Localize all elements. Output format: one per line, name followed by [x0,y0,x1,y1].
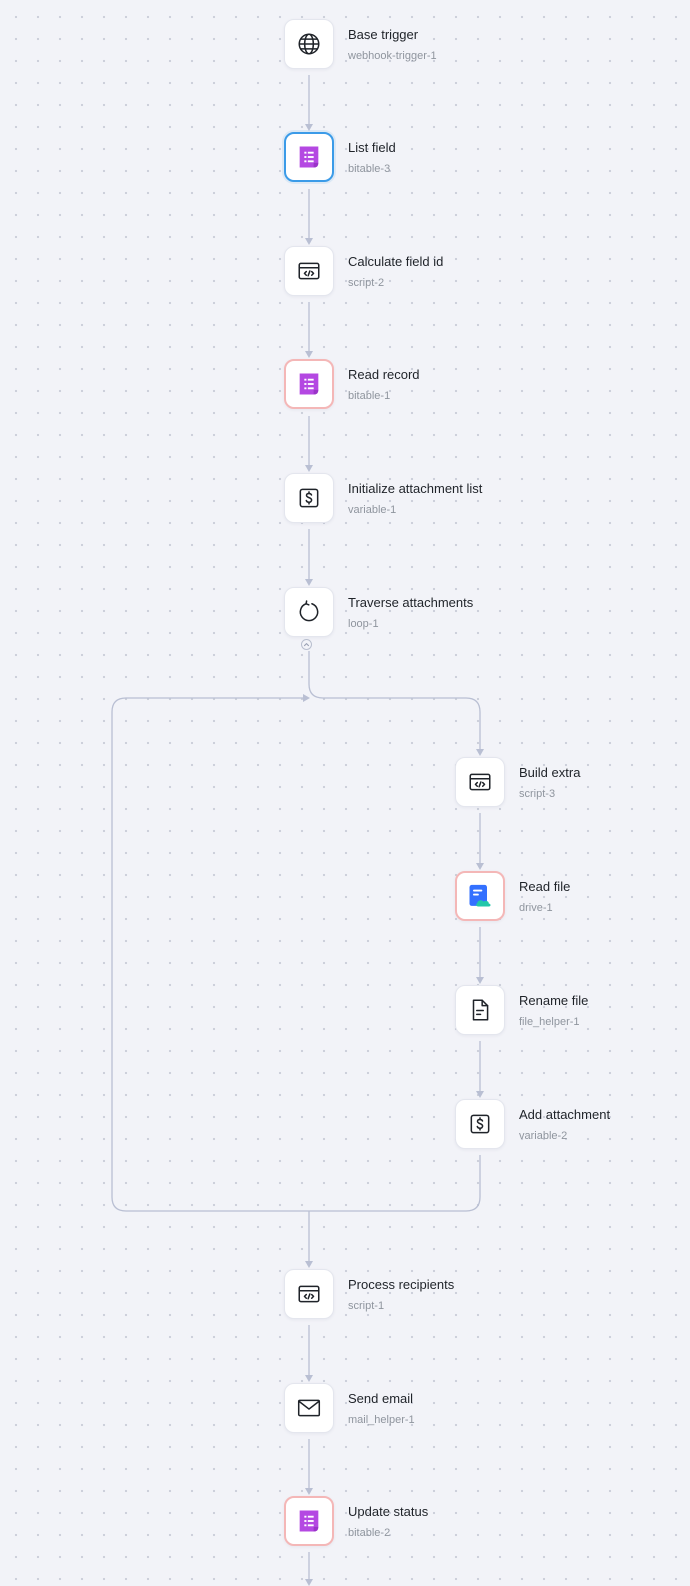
bitable-icon [295,143,323,171]
node-title: Base trigger [348,27,419,42]
node-icon-box[interactable] [284,587,334,637]
node-icon-box[interactable] [284,473,334,523]
node-title: Send email [348,1391,414,1406]
node-traverse-attachments[interactable]: Traverse attachments loop-1 [284,587,584,643]
connector-arrow [305,465,313,472]
connector-arrow [476,1091,484,1098]
code-icon [467,769,493,795]
node-initialize-attachment-list[interactable]: Initialize attachment list variable-1 [284,473,584,529]
connector-arrow [476,863,484,870]
loop-collapse-toggle[interactable] [301,639,312,650]
loop-branch-line [308,651,481,750]
node-title: List field [348,140,396,155]
node-id: mail_helper-1 [348,1414,415,1426]
variable-icon [467,1111,493,1137]
file-icon [467,997,493,1023]
node-id: script-3 [519,788,556,800]
connector-arrow [305,1375,313,1382]
node-title: Initialize attachment list [348,481,483,496]
chevron-up-icon [303,643,310,647]
node-icon-box[interactable] [284,1496,334,1546]
globe-icon [296,31,322,57]
node-build-extra[interactable]: Build extra script-3 [455,757,690,813]
node-icon-box[interactable] [455,1099,505,1149]
node-icon-box[interactable] [455,985,505,1035]
node-rename-file[interactable]: Rename file file_helper-1 [455,985,690,1041]
node-read-record[interactable]: Read record bitable-1 [284,359,584,415]
node-id: variable-1 [348,504,397,516]
drive-icon [466,882,494,910]
code-icon [296,1281,322,1307]
connector-arrow [476,749,484,756]
node-id: script-1 [348,1300,385,1312]
variable-icon [296,485,322,511]
node-process-recipients[interactable]: Process recipients script-1 [284,1269,584,1325]
connector-arrow [305,1488,313,1495]
node-id: bitable-3 [348,163,391,175]
connector-arrow [305,579,313,586]
loop-return-line [111,697,481,1212]
connector-arrow [305,1261,313,1268]
node-title: Process recipients [348,1277,455,1292]
loop-return-arrow [303,694,310,702]
node-title: Read record [348,367,420,382]
bitable-icon [295,1507,323,1535]
node-title: Build extra [519,765,581,780]
bitable-icon [295,370,323,398]
node-title: Read file [519,879,571,894]
node-id: drive-1 [519,902,553,914]
node-send-email[interactable]: Send email mail_helper-1 [284,1383,584,1439]
node-icon-box[interactable] [284,132,334,182]
node-icon-box[interactable] [455,871,505,921]
node-id: bitable-2 [348,1527,391,1539]
connector-arrow [476,977,484,984]
node-icon-box[interactable] [284,359,334,409]
connector-arrow [305,124,313,131]
node-id: webhook-trigger-1 [348,50,437,62]
node-title: Calculate field id [348,254,444,269]
node-list-field[interactable]: List field bitable-3 [284,132,584,188]
node-id: bitable-1 [348,390,391,402]
node-base-trigger[interactable]: Base trigger webhook-trigger-1 [284,19,584,75]
mail-icon [296,1395,322,1421]
node-icon-box[interactable] [284,1383,334,1433]
connector-arrow [305,238,313,245]
node-icon-box[interactable] [284,246,334,296]
node-title: Add attachment [519,1107,611,1122]
node-add-attachment[interactable]: Add attachment variable-2 [455,1099,690,1155]
node-calculate-field-id[interactable]: Calculate field id script-2 [284,246,584,302]
node-icon-box[interactable] [284,19,334,69]
node-id: file_helper-1 [519,1016,580,1028]
node-id: script-2 [348,277,385,289]
node-read-file[interactable]: Read file drive-1 [455,871,690,927]
connector-arrow [305,351,313,358]
node-update-status[interactable]: Update status bitable-2 [284,1496,584,1552]
node-title: Update status [348,1504,429,1519]
node-id: loop-1 [348,618,379,630]
loop-icon [296,599,322,625]
node-icon-box[interactable] [455,757,505,807]
node-title: Traverse attachments [348,595,474,610]
node-id: variable-2 [519,1130,568,1142]
node-title: Rename file [519,993,589,1008]
connector-arrow-tail [305,1579,313,1586]
code-icon [296,258,322,284]
node-icon-box[interactable] [284,1269,334,1319]
